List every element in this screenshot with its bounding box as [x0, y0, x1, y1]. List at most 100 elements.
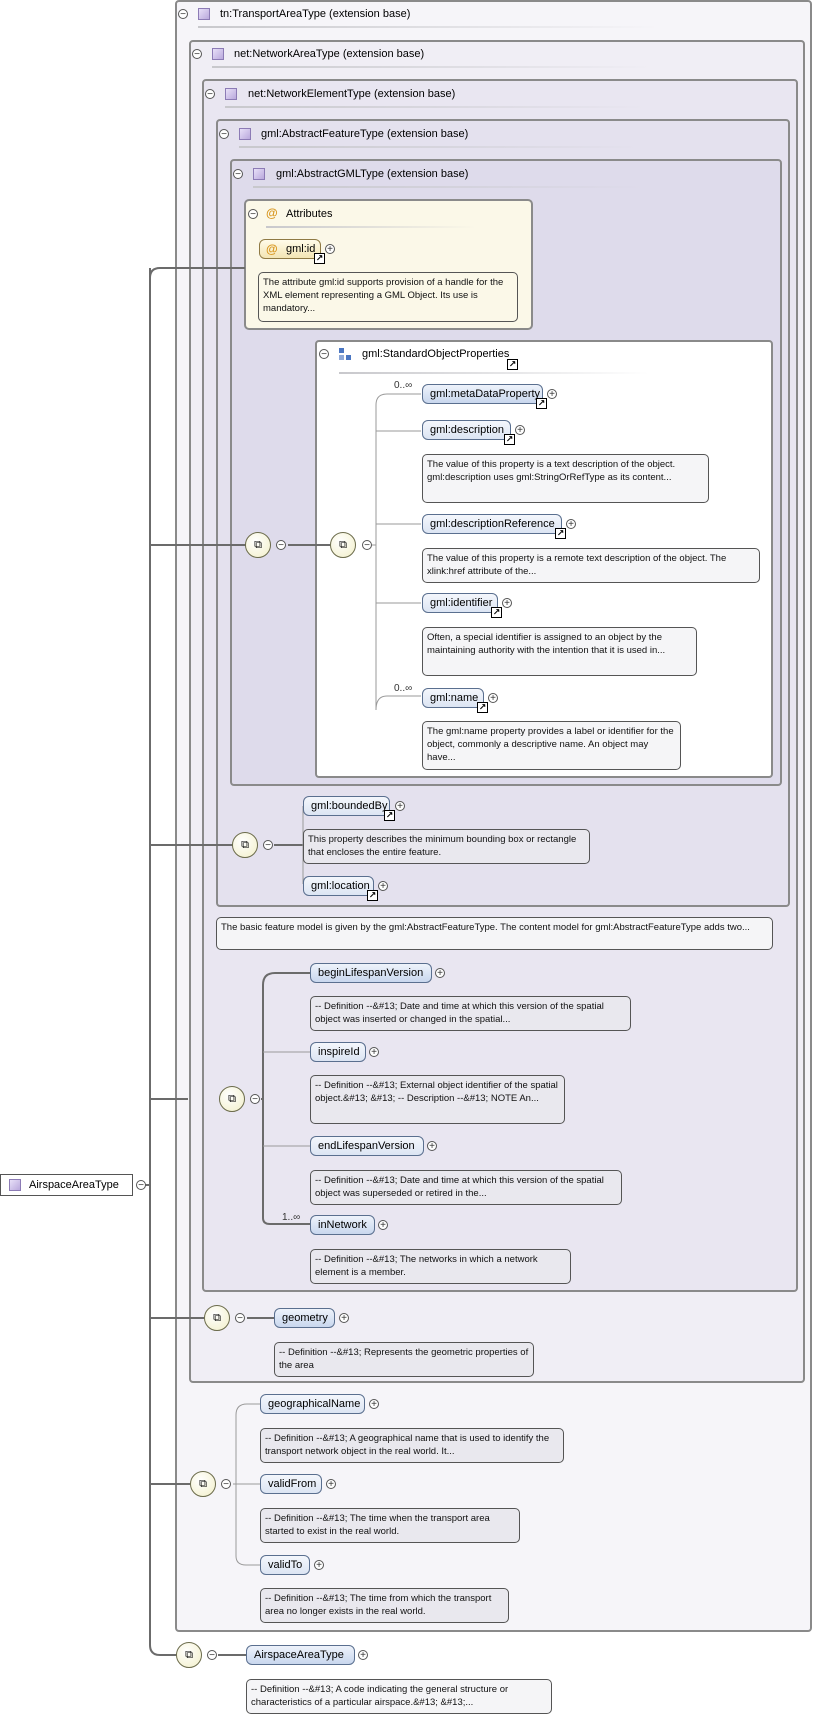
sequence-icon[interactable]: ⧉: [190, 1471, 216, 1497]
attribute-icon: @: [266, 242, 278, 256]
expand-metadataproperty-button[interactable]: +: [547, 389, 557, 400]
innetwork-element[interactable]: inNetwork: [310, 1215, 375, 1235]
expand-validfrom-button[interactable]: +: [326, 1479, 336, 1490]
group-icon: [339, 348, 351, 360]
root-type-node[interactable]: AirspaceAreaType: [0, 1174, 133, 1196]
complex-type-icon: [253, 168, 265, 180]
reference-arrow-icon: ↗: [314, 253, 325, 264]
reference-arrow-icon: ↗: [384, 810, 395, 821]
innetwork-description: -- Definition --&#13; The networks in wh…: [310, 1249, 571, 1284]
expand-description-button[interactable]: +: [515, 425, 525, 436]
beginlifespanversion-element[interactable]: beginLifespanVersion: [310, 963, 432, 983]
gml-id-attribute[interactable]: gml:id: [259, 239, 321, 259]
gml-identifier-element[interactable]: gml:identifier: [422, 593, 498, 613]
gml-metadataproperty-element[interactable]: gml:metaDataProperty: [422, 384, 543, 404]
beginlifespanversion-description: -- Definition --&#13; Date and time at w…: [310, 996, 631, 1031]
collapse-attributes-button[interactable]: −: [248, 209, 258, 220]
divider: [253, 186, 643, 188]
expand-boundedby-button[interactable]: +: [395, 801, 405, 812]
complex-type-icon: [225, 88, 237, 100]
reference-arrow-icon: ↗: [477, 702, 488, 713]
collapse-sequence-button[interactable]: −: [235, 1313, 245, 1324]
expand-endlifespanversion-button[interactable]: +: [427, 1141, 437, 1152]
collapse-sequence-button[interactable]: −: [276, 540, 286, 551]
gml-location-element[interactable]: gml:location: [303, 876, 374, 896]
divider: [212, 66, 652, 68]
sequence-icon[interactable]: ⧉: [219, 1086, 245, 1112]
geographicalname-element[interactable]: geographicalName: [260, 1394, 365, 1414]
complex-type-icon: [198, 8, 210, 20]
gml-description-description: The value of this property is a text des…: [422, 454, 709, 503]
reference-arrow-icon: ↗: [491, 607, 502, 618]
inspireid-description: -- Definition --&#13; External object id…: [310, 1075, 565, 1124]
geometry-description: -- Definition --&#13; Represents the geo…: [274, 1342, 534, 1377]
reference-arrow-icon: ↗: [507, 359, 518, 370]
gml-descriptionreference-description: The value of this property is a remote t…: [422, 548, 760, 583]
gml-boundedby-element[interactable]: gml:boundedBy: [303, 796, 390, 816]
airspaceareatype-description: -- Definition --&#13; A code indicating …: [246, 1679, 552, 1714]
collapse-root-button[interactable]: −: [136, 1180, 146, 1191]
expand-identifier-button[interactable]: +: [502, 598, 512, 609]
endlifespanversion-element[interactable]: endLifespanVersion: [310, 1136, 424, 1156]
validfrom-element[interactable]: validFrom: [260, 1474, 322, 1494]
expand-name-button[interactable]: +: [488, 693, 498, 704]
collapse-sequence-button[interactable]: −: [250, 1094, 260, 1105]
airspaceareatype-element[interactable]: AirspaceAreaType: [246, 1645, 355, 1665]
transport-type-label: tn:TransportAreaType (extension base): [220, 8, 411, 20]
collapse-abstract-feature-button[interactable]: −: [219, 129, 229, 140]
complex-type-icon: [212, 48, 224, 60]
validto-element[interactable]: validTo: [260, 1555, 310, 1575]
expand-inspireid-button[interactable]: +: [369, 1047, 379, 1058]
sequence-icon[interactable]: ⧉: [204, 1305, 230, 1331]
abstract-feature-description: The basic feature model is given by the …: [216, 917, 773, 950]
reference-arrow-icon: ↗: [555, 528, 566, 539]
expand-geometry-button[interactable]: +: [339, 1313, 349, 1324]
gml-id-description: The attribute gml:id supports provision …: [258, 272, 518, 322]
standard-object-properties-label: gml:StandardObjectProperties: [362, 348, 510, 360]
collapse-sequence-button[interactable]: −: [263, 840, 273, 851]
expand-gml-id-button[interactable]: +: [325, 244, 335, 255]
cardinality-label: 1..∞: [282, 1212, 301, 1223]
validto-description: -- Definition --&#13; The time from whic…: [260, 1588, 509, 1623]
expand-airspaceareatype-button[interactable]: +: [358, 1650, 368, 1661]
reference-arrow-icon: ↗: [367, 890, 378, 901]
gml-identifier-description: Often, a special identifier is assigned …: [422, 627, 697, 676]
collapse-sequence-button[interactable]: −: [221, 1479, 231, 1490]
sequence-icon[interactable]: ⧉: [232, 832, 258, 858]
gml-name-description: The gml:name property provides a label o…: [422, 721, 681, 770]
expand-beginlifespanversion-button[interactable]: +: [435, 968, 445, 979]
gml-description-element[interactable]: gml:description: [422, 420, 511, 440]
collapse-sequence-button[interactable]: −: [362, 540, 372, 551]
gml-name-element[interactable]: gml:name: [422, 688, 484, 708]
attribute-icon: @: [266, 206, 278, 220]
geometry-element[interactable]: geometry: [274, 1308, 335, 1328]
inspireid-element[interactable]: inspireId: [310, 1042, 366, 1062]
abstract-gml-type-label: gml:AbstractGMLType (extension base): [276, 168, 469, 180]
expand-geographicalname-button[interactable]: +: [369, 1399, 379, 1410]
divider: [198, 26, 658, 28]
expand-validto-button[interactable]: +: [314, 1560, 324, 1571]
sequence-icon[interactable]: ⧉: [176, 1642, 202, 1668]
complex-type-icon: [239, 128, 251, 140]
divider: [266, 226, 476, 228]
sequence-icon[interactable]: ⧉: [330, 532, 356, 558]
collapse-network-element-button[interactable]: −: [205, 89, 215, 100]
reference-arrow-icon: ↗: [504, 434, 515, 445]
network-area-type-label: net:NetworkAreaType (extension base): [234, 48, 425, 60]
abstract-feature-type-label: gml:AbstractFeatureType (extension base): [261, 128, 469, 140]
sequence-icon[interactable]: ⧉: [245, 532, 271, 558]
reference-arrow-icon: ↗: [536, 398, 547, 409]
collapse-abstract-gml-button[interactable]: −: [233, 169, 243, 180]
gml-boundedby-description: This property describes the minimum boun…: [303, 829, 590, 864]
collapse-transport-button[interactable]: −: [178, 9, 188, 20]
gml-descriptionreference-element[interactable]: gml:descriptionReference: [422, 514, 562, 534]
collapse-network-area-button[interactable]: −: [192, 49, 202, 60]
expand-descriptionreference-button[interactable]: +: [566, 519, 576, 530]
collapse-sequence-button[interactable]: −: [207, 1650, 217, 1661]
expand-innetwork-button[interactable]: +: [378, 1220, 388, 1231]
endlifespanversion-description: -- Definition --&#13; Date and time at w…: [310, 1170, 622, 1205]
collapse-standard-object-properties-button[interactable]: −: [319, 349, 329, 360]
expand-location-button[interactable]: +: [378, 881, 388, 892]
divider: [339, 372, 649, 374]
validfrom-description: -- Definition --&#13; The time when the …: [260, 1508, 520, 1543]
